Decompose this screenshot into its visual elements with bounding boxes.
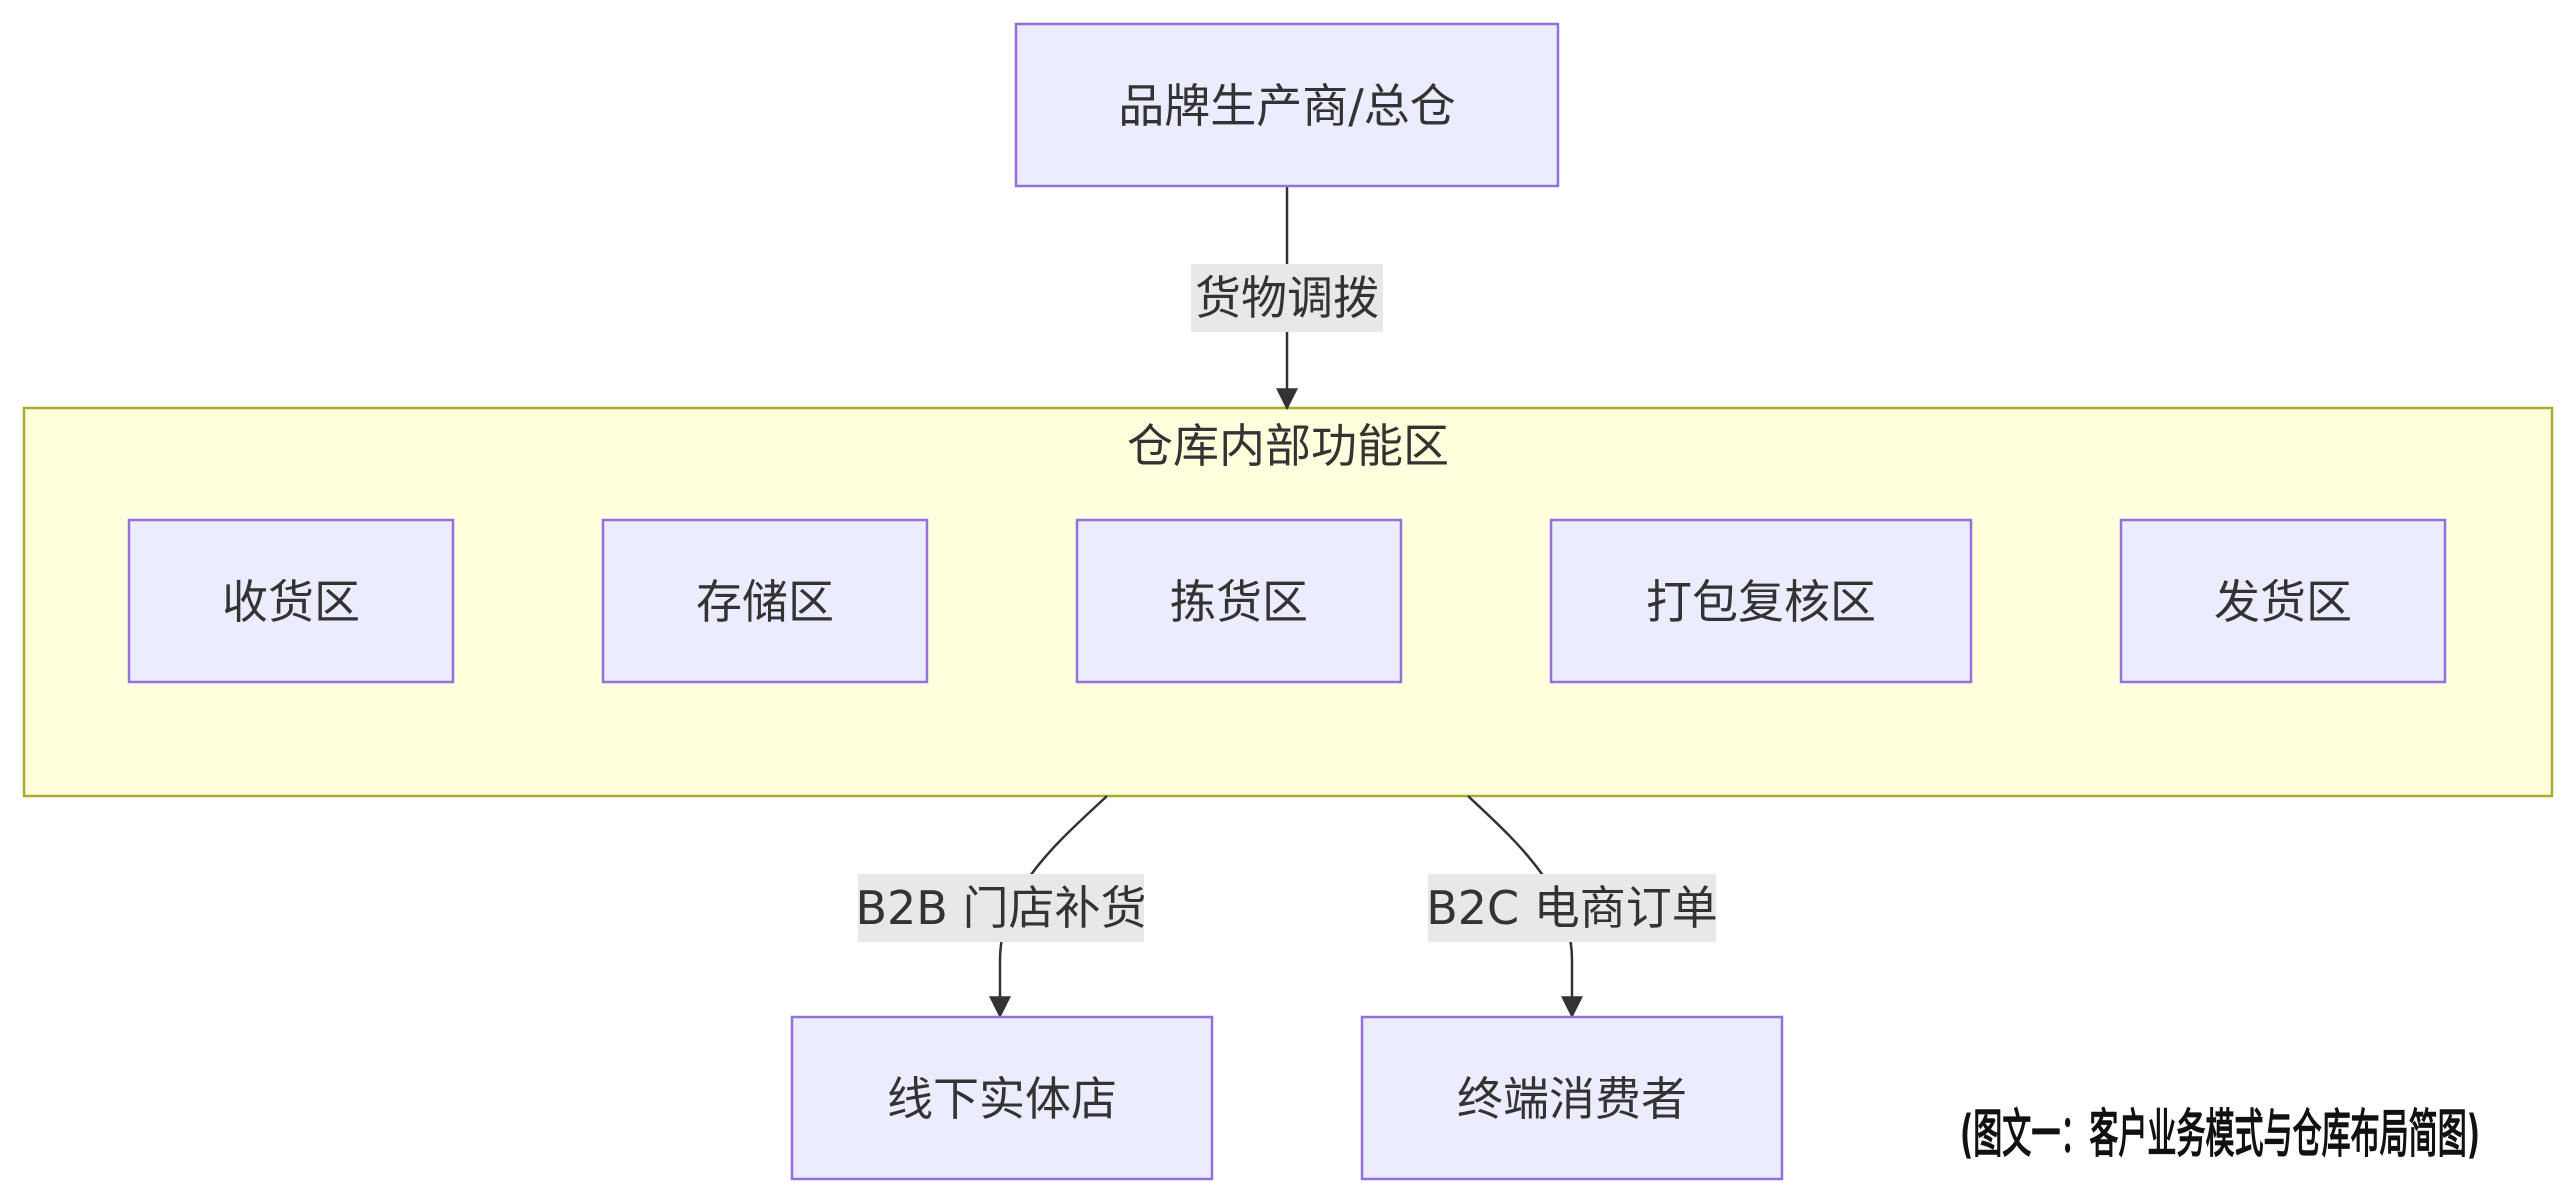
node-shipping: 发货区 [2119,518,2447,684]
node-packing: 打包复核区 [1549,518,1973,684]
node-label: 品牌生产商/总仓 [1118,79,1456,133]
node-label: 线下实体店 [887,1072,1117,1126]
node-brand: 品牌生产商/总仓 [1014,22,1560,188]
node-receiving: 收货区 [127,518,455,684]
node-box [1360,1015,1784,1181]
edge-label-bg [1428,874,1716,942]
edge-label-text: B2B 门店补货 [855,881,1146,935]
edge-label-bg [858,874,1144,942]
node-box [2119,518,2447,684]
node-picking: 拣货区 [1075,518,1403,684]
edge-label-bg [1191,264,1383,332]
node-label: 打包复核区 [1646,575,1876,629]
node-store: 线下实体店 [790,1015,1214,1181]
edge-b2b [989,795,1108,1019]
node-label: 发货区 [2214,575,2352,629]
node-label: 拣货区 [1170,575,1308,629]
node-label: 终端消费者 [1457,1072,1687,1126]
node-box [1075,518,1403,684]
edge-label-text: B2C 电商订单 [1426,881,1718,935]
cluster-title: 仓库内部功能区 [1127,419,1449,473]
node-box [601,518,929,684]
node-box [790,1015,1214,1181]
edge-b2c [1467,795,1583,1019]
node-box [1549,518,1973,684]
node-storage: 存储区 [601,518,929,684]
edge-label-b2c: B2C 电商订单 [1426,874,1718,942]
node-label: 存储区 [696,575,834,629]
edge-label-transfer: 货物调拨 [1191,264,1383,332]
edge-label-b2b: B2B 门店补货 [855,874,1147,942]
node-box [1014,22,1560,188]
edge-label-text: 货物调拨 [1195,271,1379,325]
node-box [127,518,455,684]
node-consumer: 终端消费者 [1360,1015,1784,1181]
node-label: 收货区 [222,575,360,629]
figure-caption: (图文一：客户业务模式与仓库布局简图) [1960,1105,2480,1165]
